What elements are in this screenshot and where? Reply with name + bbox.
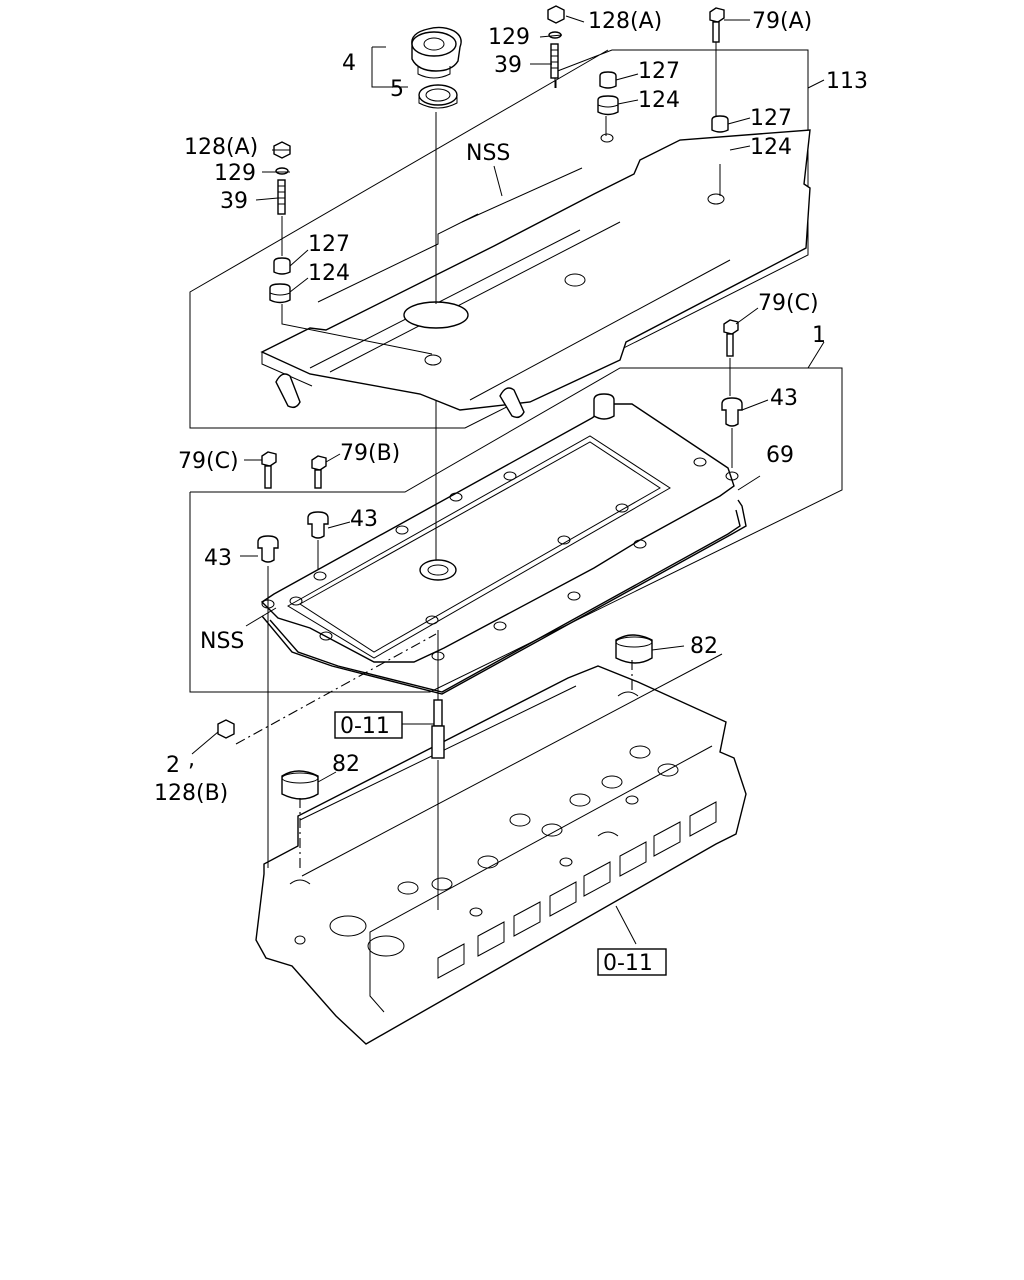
bushing-43-right	[721, 397, 743, 427]
label-82-right: 82	[690, 634, 718, 659]
filler-cap-seal	[418, 84, 458, 109]
label-129-left: 129	[214, 161, 256, 186]
label-43-mid: 43	[350, 507, 378, 532]
label-124-left: 124	[308, 261, 350, 286]
frame-1-group	[189, 367, 843, 693]
label-4: 4	[342, 51, 356, 76]
label-129-top: 129	[488, 25, 530, 50]
end-cap-82-right	[615, 634, 653, 664]
grommet-127-top-mid	[599, 71, 617, 89]
bushing-43-left	[257, 535, 279, 563]
label-1: 1	[812, 323, 826, 348]
label-79c-left: 79(C)	[178, 449, 239, 474]
label-128b: 128(B)	[154, 781, 228, 806]
label-82-left: 82	[332, 752, 360, 777]
bolt-79a	[709, 7, 725, 43]
label-nss-gasket: NSS	[200, 629, 244, 654]
head-cover-gasket-69	[261, 499, 747, 695]
end-cap-82-left	[281, 770, 319, 800]
oil-filler-cap	[411, 26, 462, 79]
label-43-right: 43	[770, 386, 798, 411]
label-ref-bottom: 0-11	[603, 951, 653, 976]
cylinder-head	[255, 653, 747, 1045]
label-79c-right: 79(C)	[758, 291, 819, 316]
label-127-top-mid: 127	[638, 59, 680, 84]
bolt-79b	[311, 455, 327, 489]
bracket-4-5	[371, 46, 408, 88]
frame-113-group	[189, 49, 809, 429]
label-127-top-right: 127	[750, 106, 792, 131]
label-79b: 79(B)	[340, 441, 400, 466]
label-124-top-mid: 124	[638, 88, 680, 113]
callout-labels: 128(A) 129 39 79(A) 113 127 124 127 124 …	[154, 9, 868, 976]
bolt-79c-right	[723, 319, 739, 357]
leader-lines	[191, 15, 825, 945]
ref-box-top	[334, 711, 403, 739]
label-113: 113	[826, 69, 868, 94]
label-5: 5	[390, 77, 404, 102]
grommet-124-left	[269, 283, 291, 304]
valve-holes	[294, 745, 679, 957]
ref-box-bottom	[597, 948, 667, 976]
assembly-lines	[235, 42, 733, 910]
label-128a-left: 128(A)	[184, 135, 258, 160]
cylinder-head-cover-1	[260, 393, 739, 663]
nut-2-128b	[217, 719, 235, 739]
label-79a: 79(A)	[752, 9, 812, 34]
head-cover-113	[260, 129, 811, 419]
bolt-79c-left	[261, 451, 277, 489]
label-nss-cover: NSS	[466, 141, 510, 166]
bushing-43-mid	[307, 511, 329, 539]
washer-129-left	[275, 167, 289, 175]
label-127-left: 127	[308, 232, 350, 257]
stud-39-left	[277, 179, 286, 215]
glow-plug	[431, 699, 445, 759]
grommet-124-top-mid	[597, 95, 619, 116]
label-43-left: 43	[204, 546, 232, 571]
label-2: 2	[166, 753, 180, 778]
label-124-top-right: 124	[750, 135, 792, 160]
grommet-127-left	[273, 257, 291, 275]
label-ref-top: 0-11	[340, 714, 390, 739]
intake-ports	[437, 801, 717, 979]
grommet-127-top-right	[711, 115, 729, 133]
label-69: 69	[766, 443, 794, 468]
stud-39-top	[550, 43, 559, 79]
nut-128a-top	[547, 5, 565, 24]
label-2-comma: ,	[188, 747, 195, 772]
label-39-top: 39	[494, 53, 522, 78]
label-128a-top: 128(A)	[588, 9, 662, 34]
label-39-left: 39	[220, 189, 248, 214]
